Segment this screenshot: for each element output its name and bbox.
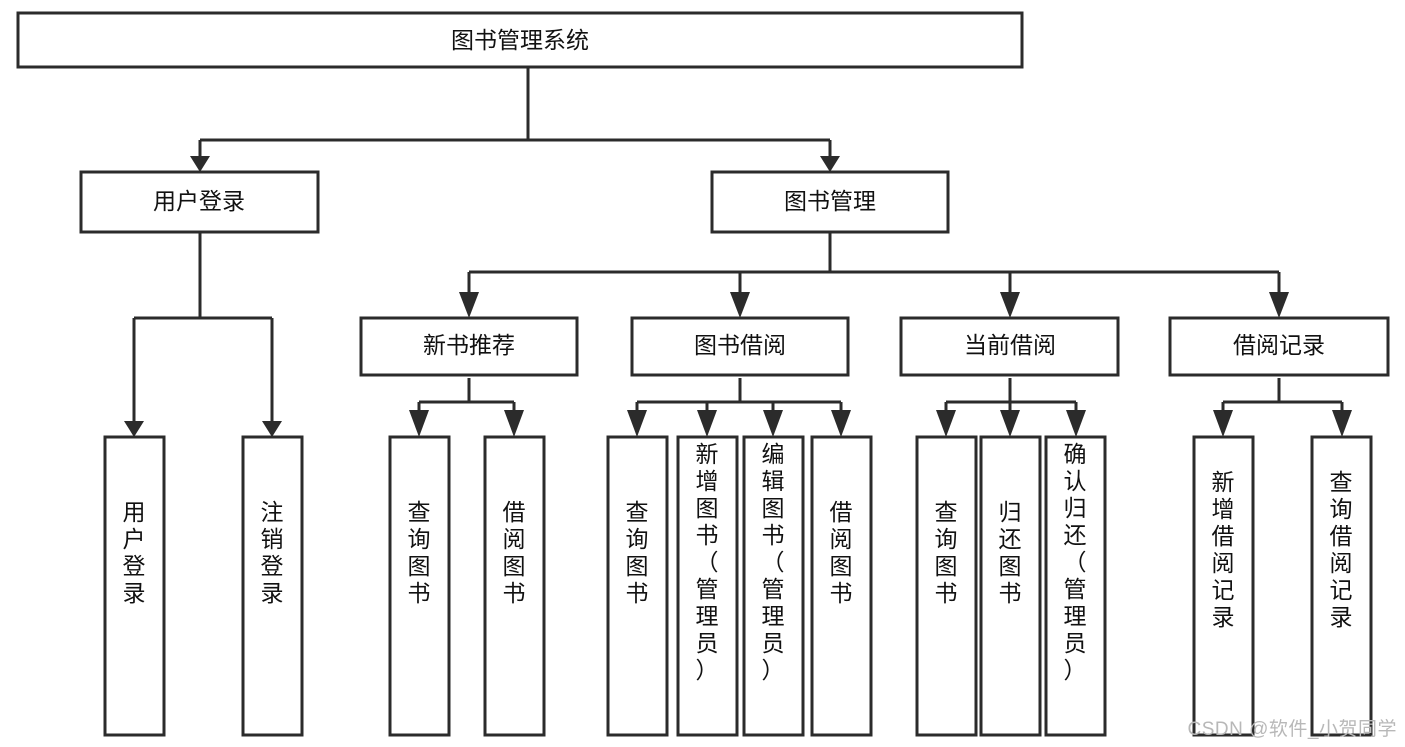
- node-leaf-borrow-book-1-box[interactable]: [483, 435, 546, 737]
- arrow-head-leaf-query-book-2: [627, 410, 647, 437]
- node-leaf-return-book-label: 归还图书: [999, 499, 1022, 606]
- node-leaf-logout-login-box[interactable]: [241, 435, 304, 737]
- arrow-head-leaf-add-record: [1213, 410, 1233, 437]
- node-leaf-return-book-box[interactable]: [979, 435, 1042, 737]
- node-leaf-query-book-2-label: 查询图书: [626, 499, 649, 606]
- node-root-label: 图书管理系统: [451, 27, 589, 53]
- node-book-management[interactable]: 图书管理: [710, 170, 950, 234]
- node-root-box[interactable]: [16, 11, 1024, 69]
- arrow-head-leaf-user-login: [124, 421, 144, 437]
- arrow-head-leaf-query-record: [1332, 410, 1352, 437]
- node-leaf-add-book[interactable]: 新增图书（管理员）: [676, 435, 739, 737]
- node-current-borrow-box[interactable]: [899, 316, 1120, 377]
- node-leaf-confirm-return[interactable]: 确认归还（管理员）: [1044, 435, 1107, 737]
- node-leaf-add-record[interactable]: 新增借阅记录: [1192, 435, 1255, 737]
- node-borrow-record[interactable]: 借阅记录: [1168, 316, 1390, 377]
- arrow-head-book-management: [820, 156, 840, 172]
- arrow-head-leaf-edit-book: [763, 410, 783, 437]
- arrow-head-borrow-record: [1269, 292, 1289, 318]
- csdn-watermark: CSDN @软件_小贺同学: [1187, 719, 1397, 740]
- arrow-head-leaf-return-book: [1000, 410, 1020, 437]
- node-root[interactable]: 图书管理系统: [16, 11, 1024, 69]
- node-leaf-user-login[interactable]: 用户登录: [103, 435, 166, 737]
- node-book-management-box[interactable]: [710, 170, 950, 234]
- node-leaf-user-login-label: 用户登录: [123, 499, 146, 606]
- arrow-head-current-borrow: [1000, 292, 1020, 318]
- node-leaf-borrow-book-1-label: 借阅图书: [503, 499, 526, 606]
- node-book-management-label: 图书管理: [784, 188, 876, 214]
- node-new-book-recommend-label: 新书推荐: [423, 332, 515, 358]
- node-leaf-add-record-label: 新增借阅记录: [1212, 469, 1235, 630]
- node-leaf-query-record-box[interactable]: [1310, 435, 1373, 737]
- node-leaf-logout-login-label: 注销登录: [261, 499, 284, 606]
- node-leaf-query-record-label: 查询借阅记录: [1330, 469, 1353, 630]
- node-leaf-query-book-1[interactable]: 查询图书: [388, 435, 451, 737]
- node-leaf-edit-book-label: 编辑图书（管理员）: [762, 441, 785, 683]
- arrow-head-leaf-borrow-book-2: [831, 410, 851, 437]
- node-leaf-borrow-book-2-label: 借阅图书: [830, 499, 853, 606]
- node-user-login[interactable]: 用户登录: [79, 170, 320, 234]
- node-leaf-add-book-label: 新增图书（管理员）: [696, 441, 719, 683]
- node-leaf-query-record[interactable]: 查询借阅记录: [1310, 435, 1373, 737]
- arrow-head-leaf-query-book-1: [409, 410, 429, 437]
- node-leaf-query-book-2-box[interactable]: [606, 435, 669, 737]
- node-new-book-recommend-box[interactable]: [359, 316, 579, 377]
- node-leaf-logout-login[interactable]: 注销登录: [241, 435, 304, 737]
- arrow-head-leaf-confirm-return: [1066, 410, 1086, 437]
- node-borrow-record-label: 借阅记录: [1233, 332, 1325, 358]
- node-leaf-query-book-3-box[interactable]: [915, 435, 978, 737]
- node-leaf-query-book-3[interactable]: 查询图书: [915, 435, 978, 737]
- arrow-head-leaf-add-book: [697, 410, 717, 437]
- node-current-borrow[interactable]: 当前借阅: [899, 316, 1120, 377]
- node-leaf-query-book-3-label: 查询图书: [935, 499, 958, 606]
- node-leaf-borrow-book-1[interactable]: 借阅图书: [483, 435, 546, 737]
- node-book-borrow-label: 图书借阅: [694, 332, 786, 358]
- node-user-login-label: 用户登录: [153, 188, 245, 214]
- arrow-head-new-book-recommend: [459, 292, 479, 318]
- node-leaf-query-book-1-box[interactable]: [388, 435, 451, 737]
- node-leaf-return-book[interactable]: 归还图书: [979, 435, 1042, 737]
- arrow-head-leaf-logout-login: [262, 421, 282, 437]
- arrow-head-leaf-query-book-3: [936, 410, 956, 437]
- arrow-head-book-borrow: [730, 292, 750, 318]
- arrow-head-user-login: [190, 156, 210, 172]
- node-current-borrow-label: 当前借阅: [964, 332, 1056, 358]
- node-leaf-confirm-return-label: 确认归还（管理员）: [1064, 441, 1087, 683]
- node-user-login-box[interactable]: [79, 170, 320, 234]
- node-leaf-query-book-2[interactable]: 查询图书: [606, 435, 669, 737]
- node-book-borrow[interactable]: 图书借阅: [630, 316, 850, 377]
- node-borrow-record-box[interactable]: [1168, 316, 1390, 377]
- node-leaf-add-book-box[interactable]: [676, 435, 739, 737]
- node-leaf-add-record-box[interactable]: [1192, 435, 1255, 737]
- arrow-head-leaf-borrow-book-1: [504, 410, 524, 437]
- node-leaf-borrow-book-2[interactable]: 借阅图书: [810, 435, 873, 737]
- connector-layer: [124, 67, 1352, 437]
- node-leaf-borrow-book-2-box[interactable]: [810, 435, 873, 737]
- node-leaf-edit-book-box[interactable]: [742, 435, 805, 737]
- node-new-book-recommend[interactable]: 新书推荐: [359, 316, 579, 377]
- node-leaf-edit-book[interactable]: 编辑图书（管理员）: [742, 435, 805, 737]
- node-leaf-query-book-1-label: 查询图书: [408, 499, 431, 606]
- node-leaf-user-login-box[interactable]: [103, 435, 166, 737]
- node-leaf-confirm-return-box[interactable]: [1044, 435, 1107, 737]
- node-book-borrow-box[interactable]: [630, 316, 850, 377]
